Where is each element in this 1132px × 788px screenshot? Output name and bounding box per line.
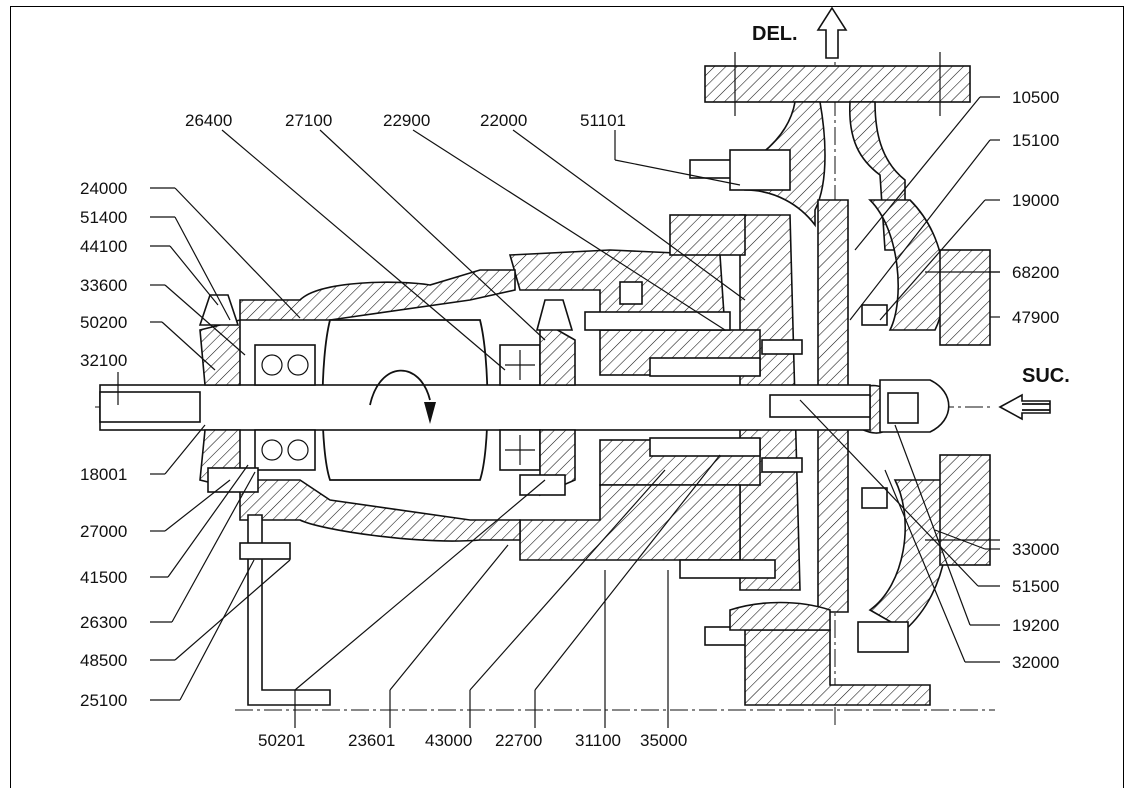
part-label: 15100 <box>1012 131 1059 150</box>
shaft <box>99 384 871 431</box>
part-label: 41500 <box>80 568 127 587</box>
bearing-cover-inboard-upper <box>539 318 576 386</box>
delivery-arrow <box>816 6 848 59</box>
part-label: 43000 <box>425 731 472 750</box>
part-label: 25100 <box>80 691 127 710</box>
part-label: 31100 <box>575 731 621 750</box>
part-label: 22700 <box>495 731 542 750</box>
bearing-cover-outboard-upper <box>199 318 241 386</box>
bearing-housing-lower <box>239 479 521 542</box>
oil-chamber <box>321 319 489 481</box>
part-label: 32100 <box>80 351 127 370</box>
part-labels-bottom: 50201 23601 43000 22700 31100 35000 <box>258 731 687 750</box>
part-label: 51500 <box>1012 577 1059 596</box>
part-label: 27100 <box>285 111 332 130</box>
part-labels-top: 26400 27100 22900 22000 51101 <box>185 111 626 130</box>
part-label: 50201 <box>258 731 305 750</box>
volute-upper <box>868 199 946 331</box>
part-label: 26300 <box>80 613 127 632</box>
part-label: 51101 <box>580 111 626 130</box>
part-label: 48500 <box>80 651 127 670</box>
part-label: 68200 <box>1012 263 1059 282</box>
part-label: 44100 <box>80 237 127 256</box>
suction-flange-upper <box>939 249 991 346</box>
leader-lines <box>117 96 1000 728</box>
part-label: 50200 <box>80 313 127 332</box>
part-label: 18001 <box>80 465 127 484</box>
part-label: 24000 <box>80 179 127 198</box>
part-label: 32000 <box>1012 653 1059 672</box>
part-label: 26400 <box>185 111 232 130</box>
drawing-frame <box>10 6 1124 788</box>
part-label: 51400 <box>80 208 127 227</box>
suction-arrow <box>998 393 1051 421</box>
part-label: 47900 <box>1012 308 1059 327</box>
adapter-lower <box>519 484 741 561</box>
suction-flange-lower <box>939 454 991 566</box>
pump-geometry <box>95 6 1051 725</box>
bearing-housing-upper <box>239 269 516 321</box>
part-label: 19000 <box>1012 191 1059 210</box>
part-labels-left: 24000 51400 44100 33600 50200 32100 1800… <box>80 179 127 710</box>
adapter-flange <box>669 214 746 256</box>
part-label: 35000 <box>640 731 687 750</box>
bearing-outboard-upper <box>254 344 316 386</box>
part-label: 33000 <box>1012 540 1059 559</box>
part-labels-right: 10500 15100 19000 68200 47900 33000 5150… <box>1012 88 1059 672</box>
rotation-arrow <box>369 369 431 406</box>
support-foot <box>247 514 331 706</box>
bearing-outboard-lower <box>254 429 316 471</box>
part-label: 22900 <box>383 111 430 130</box>
oiler-inboard <box>535 299 574 331</box>
suction-label: SUC. <box>1022 365 1070 387</box>
part-label: 33600 <box>80 276 127 295</box>
delivery-flange <box>704 65 971 103</box>
delivery-label: DEL. <box>752 23 798 45</box>
shaft-key-end <box>99 391 201 423</box>
part-label: 10500 <box>1012 88 1059 107</box>
part-label: 19200 <box>1012 616 1059 635</box>
flow-labels: DEL. SUC. <box>752 23 1070 387</box>
part-label: 27000 <box>80 522 127 541</box>
impeller-key <box>769 394 871 418</box>
part-label: 23601 <box>348 731 395 750</box>
part-label: 22000 <box>480 111 527 130</box>
